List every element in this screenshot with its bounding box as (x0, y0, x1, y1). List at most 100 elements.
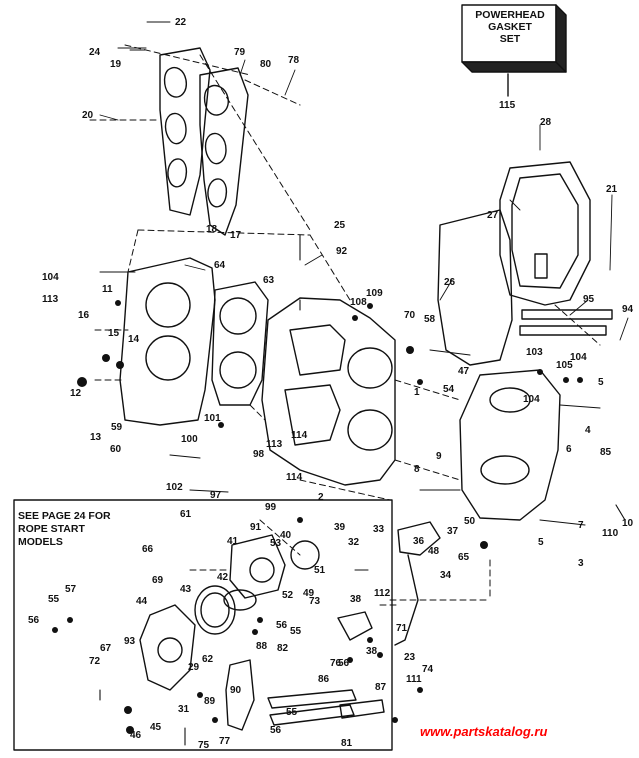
starter-components (139, 534, 373, 731)
callout-12: 12 (70, 388, 82, 399)
callout-15: 15 (108, 328, 120, 339)
callout-72: 72 (89, 656, 101, 667)
callout-6: 6 (566, 444, 572, 455)
callout-82: 82 (277, 643, 289, 654)
callout-58: 58 (424, 314, 436, 325)
callout-66: 66 (142, 544, 154, 555)
side-cover-plate (437, 161, 591, 366)
callout-56: 56 (270, 725, 282, 736)
callout-22: 22 (175, 17, 187, 28)
callout-48: 48 (428, 546, 440, 557)
fasteners (99, 47, 626, 746)
callout-7: 7 (578, 520, 584, 531)
gasket-set-line-3: SET (499, 33, 521, 45)
callout-45: 45 (150, 722, 162, 733)
callout-57: 57 (65, 584, 77, 595)
callout-leaders (99, 21, 629, 341)
callout-23: 23 (404, 652, 416, 663)
callout-60: 60 (110, 444, 122, 455)
callout-53: 53 (270, 538, 282, 549)
callout-113: 113 (266, 439, 283, 450)
callout-104: 104 (570, 352, 587, 363)
callout-5: 5 (598, 377, 604, 388)
callout-56: 56 (338, 658, 350, 669)
callout-64: 64 (214, 260, 226, 271)
callout-16: 16 (78, 310, 90, 321)
callout-44: 44 (136, 596, 148, 607)
callout-43: 43 (180, 584, 192, 595)
callout-14: 14 (128, 334, 140, 345)
callout-21: 21 (606, 184, 618, 195)
callout-38: 38 (366, 646, 378, 657)
callout-85: 85 (600, 447, 612, 458)
callout-2: 2 (318, 492, 324, 503)
callout-38: 38 (350, 594, 362, 605)
callout-74: 74 (422, 664, 434, 675)
callout-8: 8 (414, 464, 420, 475)
rope-start-box (13, 499, 393, 751)
callout-81: 81 (341, 738, 353, 749)
callout-51: 51 (314, 565, 326, 576)
callout-65: 65 (458, 552, 470, 563)
callout-52: 52 (282, 590, 294, 601)
exhaust-cover-plates (159, 47, 249, 236)
callout-18: 18 (206, 224, 218, 235)
callout-91: 91 (250, 522, 262, 533)
callout-102: 102 (166, 482, 183, 493)
callout-19: 19 (110, 59, 122, 70)
callout-95: 95 (583, 294, 595, 305)
callout-110: 110 (602, 528, 619, 539)
callout-79: 79 (234, 47, 246, 58)
callout-105: 105 (556, 360, 573, 371)
gasket-set-number: 115 (499, 100, 516, 111)
callout-87: 87 (375, 682, 387, 693)
callout-94: 94 (622, 304, 634, 315)
callout-93: 93 (124, 636, 136, 647)
callout-55: 55 (290, 626, 302, 637)
crankcase-cover-right (459, 369, 561, 521)
callout-numbers: 1234556789101112131415161718192021222324… (28, 17, 634, 751)
callout-61: 61 (180, 509, 192, 520)
callout-26: 26 (444, 277, 456, 288)
callout-63: 63 (263, 275, 275, 286)
callout-62: 62 (202, 654, 214, 665)
callout-40: 40 (280, 530, 292, 541)
callout-86: 86 (318, 674, 330, 685)
callout-29: 29 (188, 662, 200, 673)
callout-88: 88 (256, 641, 268, 652)
callout-11: 11 (102, 284, 113, 295)
callout-33: 33 (373, 524, 385, 535)
cylinder-head-group (119, 257, 269, 426)
callout-10: 10 (622, 518, 634, 529)
callout-92: 92 (336, 246, 348, 257)
callout-104: 104 (42, 272, 59, 283)
callout-90: 90 (230, 685, 242, 696)
rope-note-line-1: SEE PAGE 24 FOR (18, 510, 111, 522)
callout-5: 5 (538, 537, 544, 548)
callout-97: 97 (210, 490, 222, 501)
callout-47: 47 (458, 366, 470, 377)
callout-46: 46 (130, 730, 142, 741)
callout-69: 69 (152, 575, 164, 586)
callout-113: 113 (42, 294, 59, 305)
callout-28: 28 (540, 117, 552, 128)
callout-27: 27 (487, 210, 499, 221)
callout-78: 78 (288, 55, 300, 66)
callout-98: 98 (253, 449, 265, 460)
callout-59: 59 (111, 422, 123, 433)
callout-13: 13 (90, 432, 102, 443)
callout-75: 75 (198, 740, 210, 751)
callout-34: 34 (440, 570, 452, 581)
linkage-parts (339, 521, 441, 719)
callout-55: 55 (286, 707, 298, 718)
callout-80: 80 (260, 59, 272, 70)
callout-73: 73 (309, 596, 321, 607)
callout-103: 103 (526, 347, 543, 358)
callout-111: 111 (406, 674, 422, 685)
callout-39: 39 (334, 522, 346, 533)
callout-3: 3 (578, 558, 584, 569)
callout-1: 1 (414, 387, 420, 398)
rope-note-line-2: ROPE START (18, 523, 85, 535)
callout-55: 55 (48, 594, 60, 605)
